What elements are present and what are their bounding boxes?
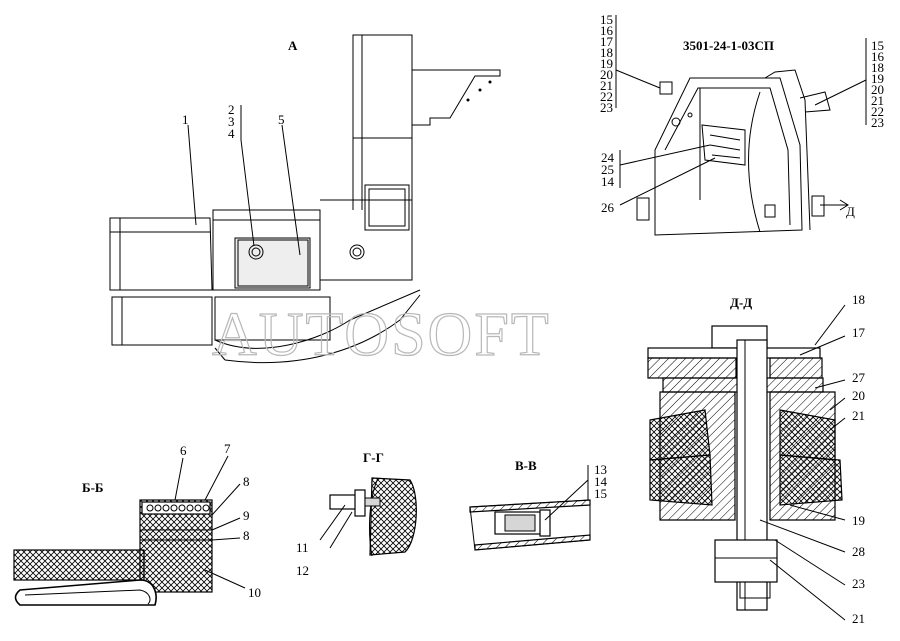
svg-text:17: 17: [852, 325, 866, 340]
svg-text:21: 21: [600, 78, 613, 93]
svg-text:8: 8: [243, 474, 250, 489]
mid-stack: 24 25 14: [601, 144, 711, 189]
callout-2: 2: [228, 102, 235, 117]
section-dd: Д-Д 18 17 27 20 21 19: [647, 292, 866, 626]
callout-3: 3: [228, 114, 235, 129]
svg-text:27: 27: [852, 370, 866, 385]
callout-4: 4: [228, 126, 235, 141]
svg-text:22: 22: [600, 89, 613, 104]
svg-text:20: 20: [600, 67, 613, 82]
part-number: 3501-24-1-03СП: [683, 38, 774, 53]
view-a-title: А: [288, 38, 298, 53]
svg-text:23: 23: [871, 115, 884, 130]
svg-text:6: 6: [180, 443, 187, 458]
section-marker: Д: [846, 204, 855, 219]
svg-text:20: 20: [852, 388, 865, 403]
svg-text:12: 12: [296, 563, 309, 578]
assembly-view: 3501-24-1-03СП 15 16 17 18 19 20 21 22 2…: [600, 12, 885, 236]
svg-text:14: 14: [594, 474, 608, 489]
svg-text:28: 28: [852, 544, 865, 559]
section-vv: В-В 13 14 15: [469, 458, 608, 551]
section-bb: Б-Б 6 7 8 9 8 10: [13, 441, 261, 606]
section-dd-title: Д-Д: [730, 295, 752, 310]
svg-text:9: 9: [243, 508, 250, 523]
svg-text:15: 15: [600, 12, 613, 27]
section-gg-title: Г-Г: [363, 450, 384, 465]
svg-text:21: 21: [871, 93, 884, 108]
svg-text:10: 10: [248, 585, 261, 600]
svg-text:22: 22: [871, 104, 884, 119]
svg-text:18: 18: [852, 292, 865, 307]
svg-text:23: 23: [852, 576, 865, 591]
svg-text:7: 7: [224, 441, 231, 456]
svg-text:14: 14: [601, 174, 615, 189]
svg-text:11: 11: [296, 540, 309, 555]
section-vv-title: В-В: [515, 458, 537, 473]
svg-text:17: 17: [600, 34, 614, 49]
svg-text:20: 20: [871, 82, 884, 97]
callout-26: 26: [601, 200, 615, 215]
svg-text:24: 24: [601, 150, 615, 165]
svg-text:19: 19: [871, 71, 884, 86]
watermark: AUTOSOFT: [212, 301, 551, 369]
svg-text:16: 16: [600, 23, 614, 38]
svg-text:21: 21: [852, 611, 865, 626]
top-right-stack: 15 16 18 19 20 21 22 23: [814, 38, 885, 130]
svg-text:19: 19: [852, 513, 865, 528]
svg-text:25: 25: [601, 162, 614, 177]
top-left-stack: 15 16 17 18 19 20 21 22 23: [600, 12, 661, 115]
svg-text:21: 21: [852, 408, 865, 423]
svg-text:15: 15: [594, 486, 607, 501]
callout-5: 5: [278, 112, 285, 127]
svg-text:23: 23: [600, 100, 613, 115]
svg-text:18: 18: [600, 45, 613, 60]
section-bb-title: Б-Б: [82, 480, 104, 495]
svg-text:16: 16: [871, 49, 885, 64]
callout-1: 1: [182, 112, 189, 127]
section-gg: Г-Г 11 12: [296, 450, 417, 578]
svg-text:18: 18: [871, 60, 884, 75]
svg-text:13: 13: [594, 462, 607, 477]
svg-text:19: 19: [600, 56, 613, 71]
svg-text:15: 15: [871, 38, 884, 53]
view-a: А 1 2: [109, 34, 501, 364]
svg-text:8: 8: [243, 528, 250, 543]
